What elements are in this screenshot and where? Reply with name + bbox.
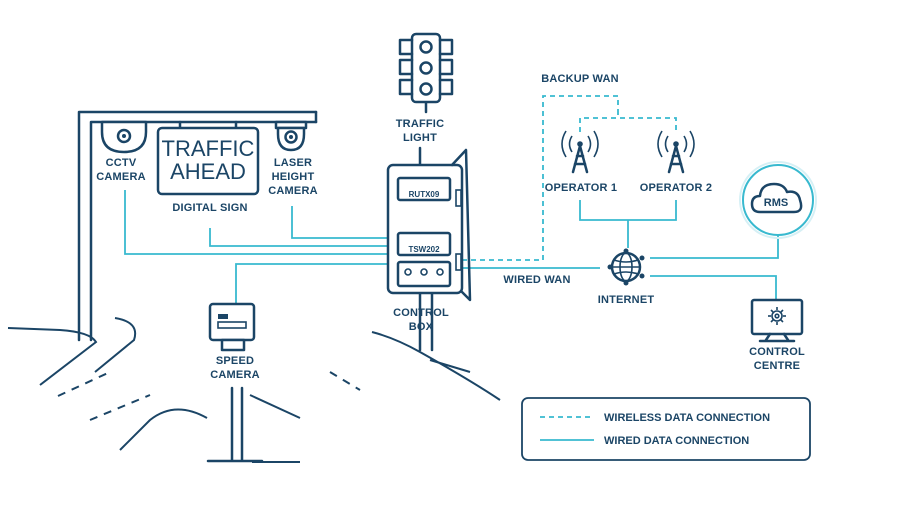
- globe-icon: [607, 248, 645, 286]
- tsw202-label: TSW202: [408, 245, 440, 254]
- cctv-label-line1: CCTV: [106, 157, 137, 169]
- traffic-light-icon: [398, 32, 454, 114]
- cctv-camera-icon: [100, 120, 148, 154]
- wired-connections: [124, 190, 779, 303]
- legend-wired-label: WIRED DATA CONNECTION: [604, 435, 749, 447]
- wired-wan-label: WIRED WAN: [503, 274, 570, 286]
- legend-wireless-label: WIRELESS DATA CONNECTION: [604, 412, 770, 424]
- rutx09-label: RUTX09: [409, 190, 440, 199]
- control-box-label-line1: CONTROL: [393, 307, 449, 319]
- digital-sign-icon: [156, 120, 260, 196]
- cloud-icon: [739, 161, 817, 239]
- laser-camera-icon: [274, 120, 308, 152]
- laser-label-line2: HEIGHT: [272, 171, 315, 183]
- wireless-connections: [462, 95, 677, 261]
- speed-camera-label-line2: CAMERA: [210, 369, 259, 381]
- control-centre-label-line2: CENTRE: [754, 360, 800, 372]
- digital-sign-label: DIGITAL SIGN: [172, 202, 247, 214]
- operator2-label: OPERATOR 2: [640, 182, 713, 194]
- control-centre-label-line1: CONTROL: [749, 346, 805, 358]
- backup-wan-label: BACKUP WAN: [541, 73, 619, 85]
- antenna-icon: [561, 130, 599, 174]
- traffic-light-label-line1: TRAFFIC: [396, 118, 444, 130]
- antenna-icon: [657, 130, 695, 174]
- operator1-label: OPERATOR 1: [545, 182, 618, 194]
- traffic-light-label-line2: LIGHT: [403, 132, 437, 144]
- overhead-gantry: [77, 110, 318, 342]
- rms-label: RMS: [764, 197, 788, 209]
- sign-text-line1: TRAFFIC: [162, 136, 255, 161]
- cctv-label-line2: CAMERA: [96, 171, 145, 183]
- internet-label: INTERNET: [598, 294, 655, 306]
- control-box-label-line2: BOX: [409, 321, 434, 333]
- laser-label-line3: CAMERA: [268, 185, 317, 197]
- speed-camera-label-line1: SPEED: [216, 355, 254, 367]
- speed-camera-icon: [206, 302, 264, 463]
- legend: [521, 397, 811, 461]
- control-box-icon: [386, 146, 472, 352]
- monitor-gear-icon: [750, 298, 804, 343]
- sign-text-line2: AHEAD: [170, 159, 246, 184]
- laser-label-line1: LASER: [274, 157, 312, 169]
